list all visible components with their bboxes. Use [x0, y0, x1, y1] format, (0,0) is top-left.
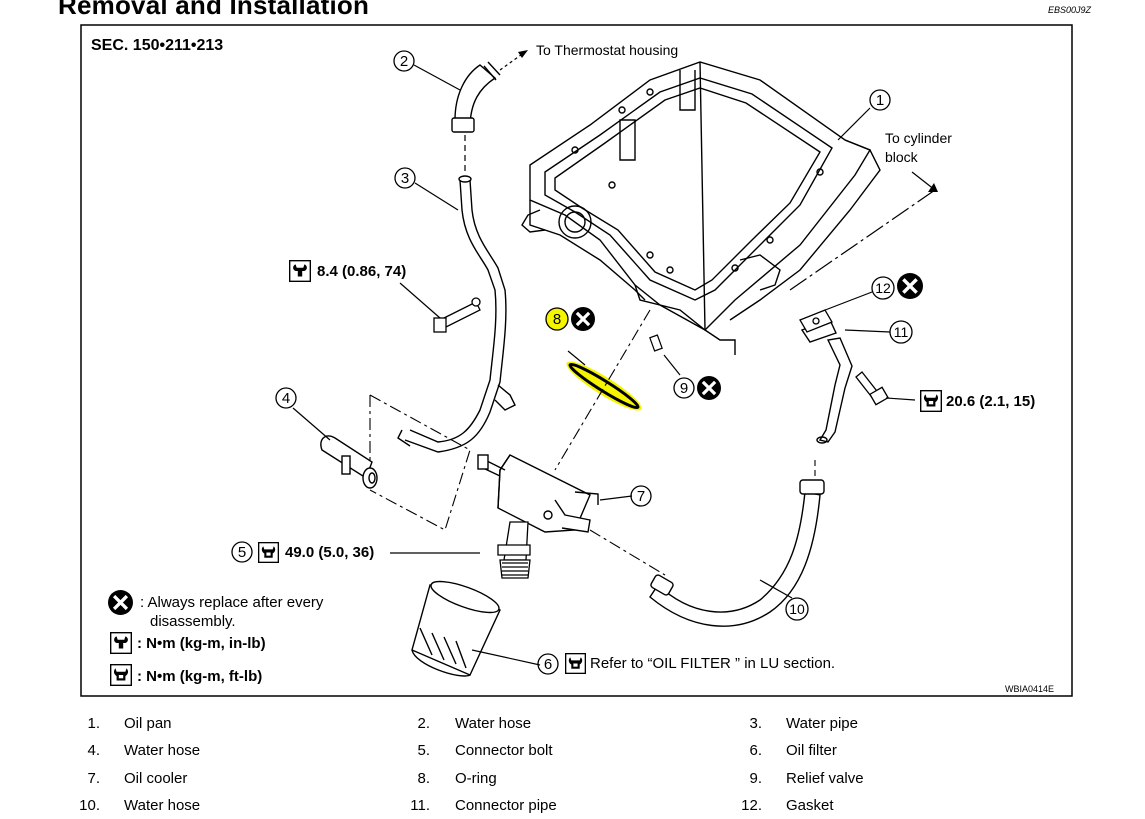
- replace-icon-8: [571, 307, 595, 331]
- key-ftlb-icon: [110, 664, 132, 686]
- legend-name: Water hose: [124, 797, 201, 814]
- legend-name: Oil cooler: [124, 770, 188, 787]
- legend-num: 6.: [749, 742, 762, 759]
- legend-num: 3.: [749, 715, 762, 732]
- legend-name: O-ring: [455, 770, 497, 787]
- legend-num: 11.: [410, 797, 430, 814]
- legend-name: Water pipe: [786, 715, 858, 732]
- callout-9-text: 9: [680, 380, 688, 397]
- figure-frame: [80, 24, 1073, 697]
- callout-2-text: 2: [400, 53, 408, 70]
- torque-label-8-4: 8.4 (0.86, 74): [317, 263, 406, 280]
- legend-name: Relief valve: [786, 770, 864, 787]
- callout-3-text: 3: [401, 170, 409, 187]
- water-hose-right-drawing: [649, 479, 825, 627]
- callout-4-text: 4: [282, 390, 290, 407]
- o-ring-drawing: [568, 362, 640, 410]
- connector-bolt-drawing: [497, 521, 531, 579]
- torque-icon-ftlb-6: [565, 653, 586, 674]
- callout-5-text: 5: [238, 544, 246, 561]
- arrow-to-cylinder: [789, 189, 936, 291]
- torque-icon-inlb: [289, 260, 311, 282]
- key-inlb-icon: [110, 632, 132, 654]
- legend-name: Oil filter: [786, 742, 837, 759]
- callout-8-text: 8: [553, 311, 561, 328]
- legend-num: 5.: [417, 742, 430, 759]
- legend-name: Water hose: [455, 715, 532, 732]
- page-title: Removal and Installation: [58, 0, 370, 20]
- key-nm-ftlb: : N•m (kg-m, ft-lb): [137, 668, 262, 685]
- legend-name: Water hose: [124, 742, 201, 759]
- replace-key-icon: [108, 590, 133, 615]
- key-replace-line1: : Always replace after every: [140, 594, 324, 611]
- legend-num: 1.: [87, 715, 100, 732]
- bolt-8-4-drawing: [433, 297, 481, 333]
- gasket-drawing: [799, 309, 833, 333]
- replace-icon-12: [897, 273, 923, 299]
- filter-note: Refer to “OIL FILTER ” in LU section.: [590, 655, 835, 672]
- oil-cooler-drawing: [477, 454, 599, 533]
- water-hose-top-drawing: [451, 61, 501, 133]
- to-thermostat-label: To Thermostat housing: [536, 42, 678, 58]
- legend-name: Connector bolt: [455, 742, 553, 759]
- to-cylinder-label-2: block: [885, 149, 919, 165]
- key-replace-line2: disassembly.: [150, 613, 236, 630]
- torque-label-20-6: 20.6 (2.1, 15): [946, 393, 1035, 410]
- callout-6-text: 6: [544, 656, 552, 673]
- legend-num: 2.: [417, 715, 430, 732]
- bolt-20-6-drawing: [855, 371, 889, 406]
- water-pipe-drawing: [397, 175, 516, 453]
- relief-valve-drawing: [649, 334, 663, 352]
- torque-label-49: 49.0 (5.0, 36): [285, 544, 374, 561]
- legend-num: 12.: [741, 797, 762, 814]
- legend-name: Gasket: [786, 797, 834, 814]
- callout-11-text: 11: [894, 324, 909, 340]
- callout-12-text: 12: [875, 280, 891, 296]
- legend-num: 8.: [417, 770, 430, 787]
- legend-num: 9.: [749, 770, 762, 787]
- to-cylinder-label: To cylinder: [885, 130, 952, 146]
- key-nm-inlb: : N•m (kg-m, in-lb): [137, 635, 266, 652]
- legend-num: 7.: [87, 770, 100, 787]
- document-code: EBS00J9Z: [1048, 5, 1092, 15]
- figure-id: WBIA0414E: [1005, 684, 1054, 694]
- callout-10-text: 10: [789, 601, 805, 617]
- callout-7-text: 7: [637, 488, 645, 505]
- water-hose-left-drawing: [320, 435, 378, 489]
- callout-1-text: 1: [876, 92, 884, 109]
- section-label: SEC. 150•211•213: [91, 37, 223, 54]
- legend-num: 10.: [79, 797, 100, 814]
- legend-name: Connector pipe: [455, 797, 557, 814]
- legend-name: Oil pan: [124, 715, 172, 732]
- oil-pan-drawing: [521, 61, 881, 355]
- torque-icon-ftlb-5: [258, 542, 279, 563]
- oil-filter-drawing: [411, 580, 501, 677]
- connector-pipe-drawing: [800, 319, 853, 444]
- legend-num: 4.: [87, 742, 100, 759]
- o-ring-highlight: [566, 361, 642, 411]
- replace-icon-9: [697, 376, 721, 400]
- torque-icon-ftlb-13: [920, 390, 942, 412]
